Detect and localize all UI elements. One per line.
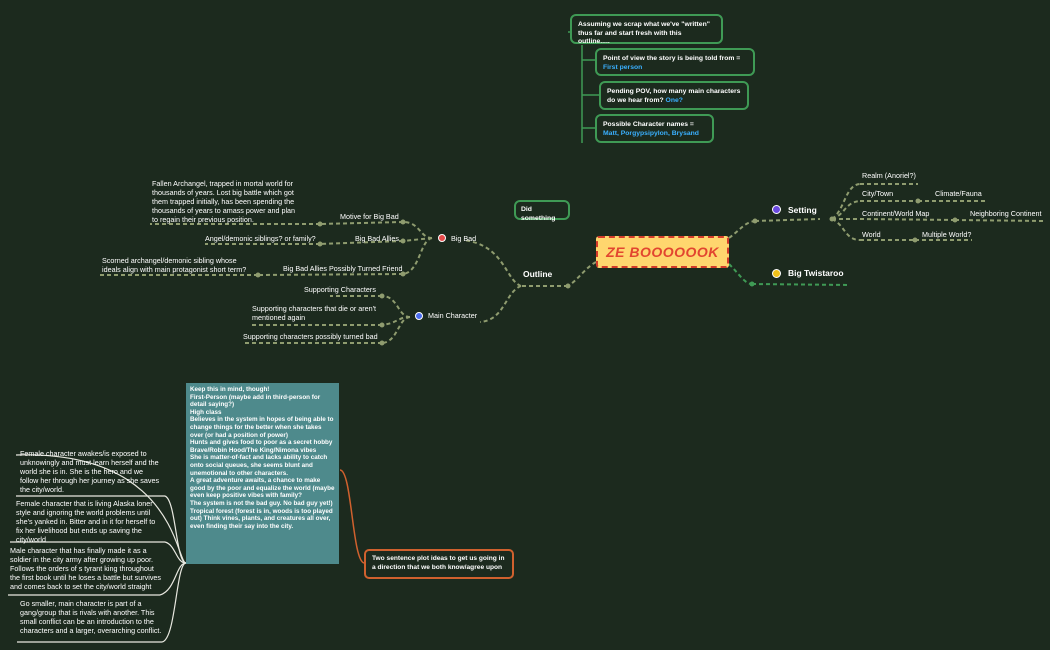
pending-pov-note[interactable]: Pending POV, how many main characters do… — [599, 81, 749, 110]
central-topic[interactable]: ZE BOOOOOOK — [596, 236, 729, 268]
setting-realm[interactable]: Realm (Anoriel?) — [862, 171, 916, 180]
main-character-item-turned-bad[interactable]: Supporting characters possibly turned ba… — [243, 332, 378, 341]
setting-city[interactable]: City/Town — [862, 189, 894, 198]
plot-notes-text: Keep this in mind, though! First-Person … — [190, 386, 335, 530]
plot-idea-4[interactable]: Go smaller, main character is part of a … — [20, 599, 162, 635]
outline-topic[interactable]: Outline — [523, 269, 553, 279]
motive-note[interactable]: Fallen Archangel, trapped in mortal worl… — [152, 179, 296, 224]
did-something-text: Did something — [521, 206, 556, 222]
did-something-note[interactable]: Did something — [514, 200, 570, 222]
main-character-item-die[interactable]: Supporting characters that die or aren't… — [252, 304, 377, 322]
intro-note[interactable]: Assuming we scrap what we've "written" t… — [570, 14, 723, 45]
central-topic-label: ZE BOOOOOOK — [606, 244, 719, 260]
plot-idea-3[interactable]: Male character that has finally made it … — [10, 546, 162, 591]
big-bad-item-allies[interactable]: Big Bad Allies — [355, 234, 399, 243]
setting-multiple[interactable]: Multiple World? — [922, 230, 972, 239]
main-character-topic[interactable]: Main Character — [428, 311, 478, 320]
big-bad-item-friend[interactable]: Big Bad Allies Possibly Turned Friend — [283, 264, 403, 273]
plot-ideas-label: Two sentence plot ideas to get us going … — [372, 555, 505, 571]
allies-note[interactable]: Angel/demonic siblings? or family? — [205, 234, 316, 243]
twist-marker-icon — [772, 269, 781, 278]
plot-notes-panel[interactable]: Keep this in mind, though! First-Person … — [186, 383, 339, 564]
big-bad-marker-icon — [438, 234, 446, 242]
intro-note-text: Assuming we scrap what we've "written" t… — [578, 21, 710, 45]
pov-note[interactable]: Point of view the story is being told fr… — [595, 48, 755, 76]
big-bad-topic[interactable]: Big Bad — [451, 234, 477, 243]
big-bad-item-motive[interactable]: Motive for Big Bad — [340, 212, 399, 221]
names-note[interactable]: Possible Character names = Matt, Porgyps… — [595, 114, 714, 143]
twist-topic[interactable]: Big Twistaroo — [788, 268, 844, 278]
setting-topic[interactable]: Setting — [788, 205, 817, 215]
setting-marker-icon — [772, 205, 781, 214]
setting-continent[interactable]: Continent/World Map — [862, 209, 930, 218]
pov-label: Point of view the story is being told fr… — [603, 55, 741, 62]
setting-world[interactable]: World — [862, 230, 881, 239]
names-label: Possible Character names = — [603, 121, 694, 128]
friend-note[interactable]: Scorned archangel/demonic sibling whose … — [102, 256, 247, 274]
main-character-item-supporting[interactable]: Supporting Characters — [304, 285, 376, 294]
names-value: Matt, Porgypsipylon, Brysand — [603, 129, 699, 137]
plot-idea-2[interactable]: Female character that is living Alaska l… — [16, 499, 156, 544]
pending-value: One? — [665, 96, 683, 104]
setting-climate[interactable]: Climate/Fauna — [935, 189, 982, 198]
plot-idea-1[interactable]: Female character awakes/is exposed to un… — [20, 449, 160, 494]
plot-ideas-topic[interactable]: Two sentence plot ideas to get us going … — [364, 549, 514, 579]
main-character-marker-icon — [415, 312, 423, 320]
setting-neighboring[interactable]: Neighboring Continent — [970, 209, 1042, 218]
pending-label: Pending POV, how many main characters do… — [607, 88, 741, 104]
pov-value: First person — [603, 63, 643, 71]
